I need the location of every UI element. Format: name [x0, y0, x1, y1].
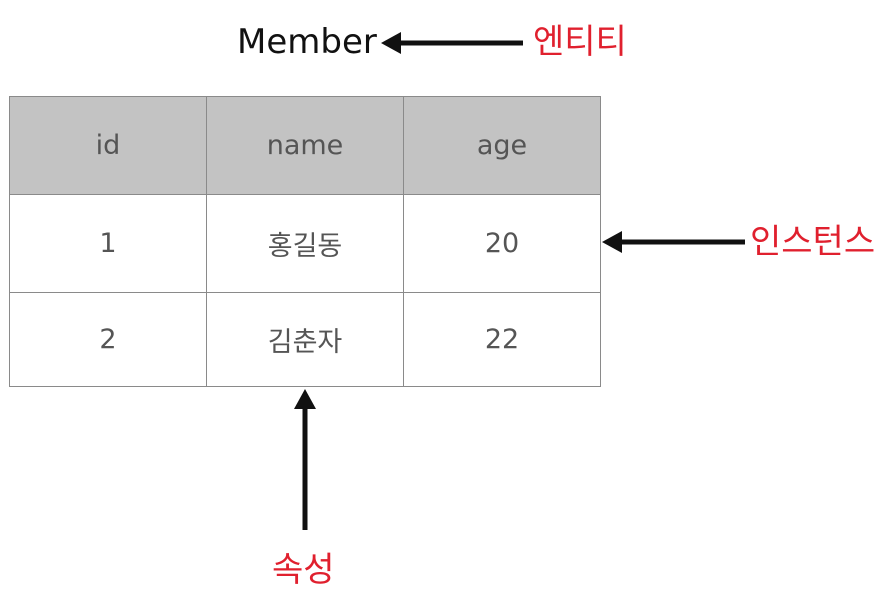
table-header-row: id name age [9, 96, 601, 195]
entity-label: 엔티티 [533, 22, 627, 62]
member-table: id name age 1 홍길동 20 2 김춘자 22 [9, 96, 601, 387]
instance-arrow [602, 231, 745, 253]
column-header-age: age [403, 96, 601, 195]
attribute-arrow [294, 389, 316, 530]
attribute-label: 속성 [272, 550, 335, 590]
entity-name: Member [237, 22, 377, 62]
instance-label: 인스턴스 [750, 222, 876, 262]
cell-id: 1 [9, 194, 207, 293]
cell-name: 김춘자 [206, 292, 404, 387]
table-row: 2 김춘자 22 [9, 292, 601, 387]
table-row: 1 홍길동 20 [9, 194, 601, 293]
column-header-name: name [206, 96, 404, 195]
cell-id: 2 [9, 292, 207, 387]
cell-age: 22 [403, 292, 601, 387]
column-header-id: id [9, 96, 207, 195]
cell-name: 홍길동 [206, 194, 404, 293]
entity-arrow [381, 32, 523, 54]
cell-age: 20 [403, 194, 601, 293]
